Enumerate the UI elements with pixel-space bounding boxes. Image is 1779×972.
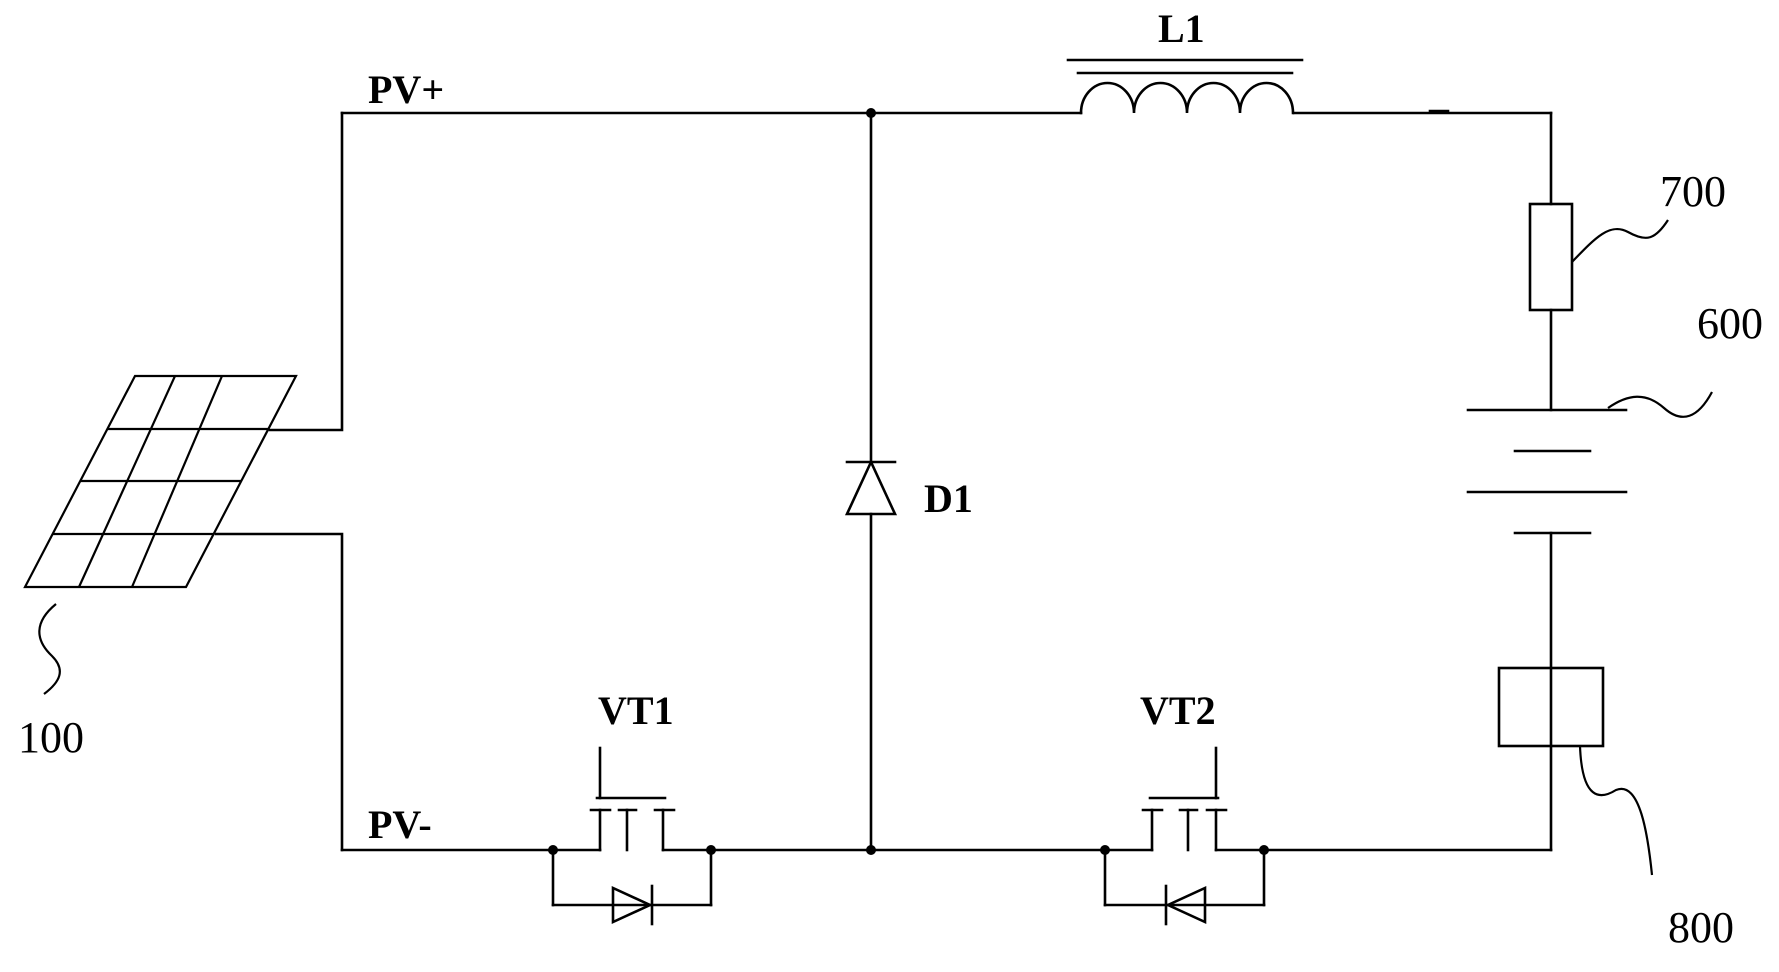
label-l1: L1: [1158, 6, 1205, 51]
junction-dot: [1100, 845, 1110, 855]
ref-600: 600: [1697, 299, 1763, 348]
leader-100: [38, 603, 61, 695]
panel-lead-minus: [214, 532, 344, 852]
inductor-l1: [1066, 58, 1304, 115]
label-vt1: VT1: [598, 688, 674, 733]
junction-dot: [866, 845, 876, 855]
sensor-800: [1497, 666, 1605, 748]
panel-lead-plus: [268, 111, 344, 432]
ref-100: 100: [18, 713, 84, 762]
leader-800: [1578, 745, 1654, 876]
fuse-700: [1528, 202, 1574, 312]
junction-dot: [706, 845, 716, 855]
battery-600: [1466, 408, 1628, 535]
ref-800: 800: [1668, 903, 1734, 952]
junction-dot: [1259, 845, 1269, 855]
transistor-vt2: [1103, 746, 1266, 926]
transistor-vt1: [551, 746, 713, 926]
leader-600: [1607, 391, 1713, 418]
solar-panel: [23, 374, 298, 589]
label-vt2: VT2: [1140, 688, 1216, 733]
ref-700: 700: [1660, 167, 1726, 216]
junction-dot: [866, 108, 876, 118]
label-d1: D1: [924, 476, 973, 521]
diode-d1: [844, 111, 898, 852]
leader-700: [1571, 219, 1669, 263]
junction-dot: [548, 845, 558, 855]
label-pv-minus: PV-: [368, 802, 432, 847]
label-pv-plus: PV+: [368, 67, 444, 112]
